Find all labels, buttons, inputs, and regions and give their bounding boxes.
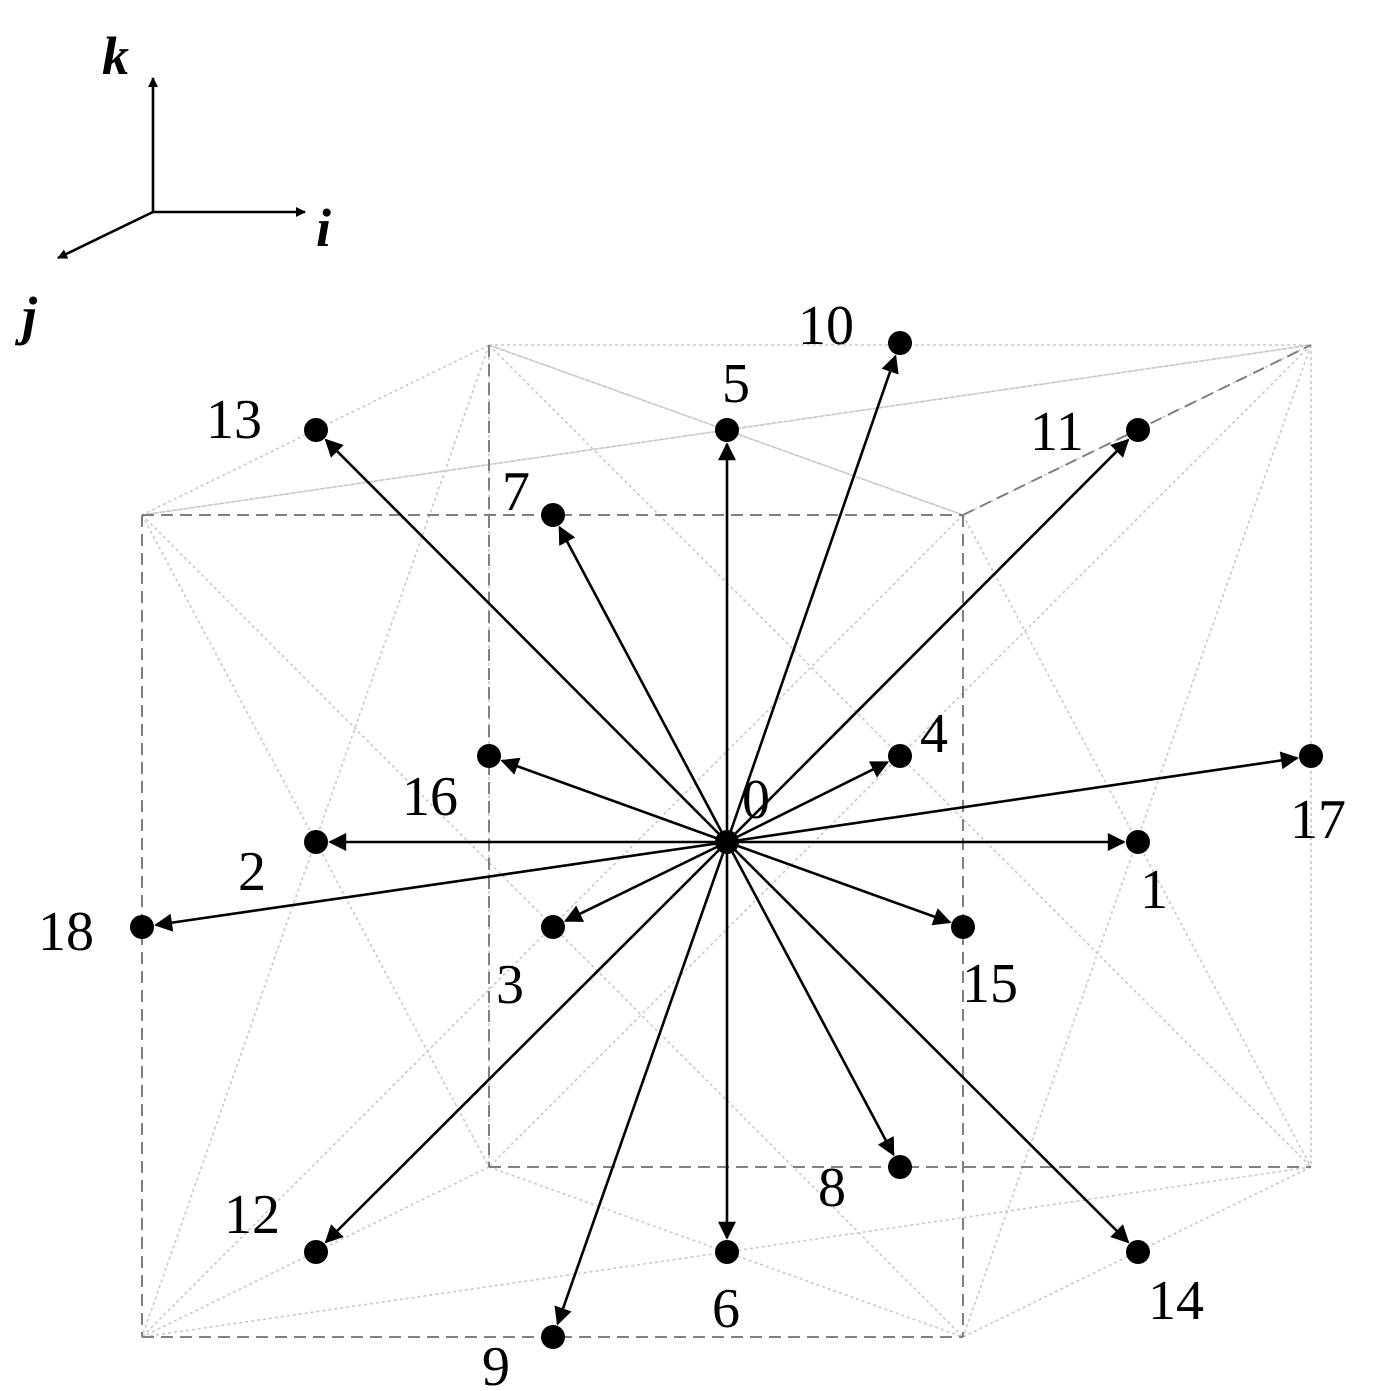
vector-11 [726,438,1130,843]
node-label-12: 12 [224,1184,280,1246]
node-label-10: 10 [798,295,854,357]
node-15 [951,915,975,939]
vector-3 [563,840,728,923]
faint-edge-17 [488,344,1312,1168]
axis-triad: k i j [14,26,331,346]
j-axis-line [57,210,154,260]
vector-4 [726,761,890,844]
vector-12 [324,841,728,1244]
faint-edge-10 [962,344,1312,1338]
node-label-0: 0 [742,769,770,831]
node-label-7: 7 [502,461,530,523]
node-6 [715,1240,739,1264]
faint-edge-12 [141,514,964,1338]
node-18 [130,915,154,939]
vector-7 [558,525,729,843]
node-5 [715,418,739,442]
vector-16 [500,757,728,844]
node-10 [888,331,912,355]
vector-17 [726,751,1299,844]
node-label-8: 8 [818,1157,846,1219]
node-label-11: 11 [1030,401,1084,463]
faint-edge-11 [141,514,964,1338]
node-label-3: 3 [496,954,524,1016]
node-0 [715,830,739,854]
node-12 [304,1240,328,1264]
node-3 [541,915,565,939]
lattice-nodes [130,331,1323,1349]
node-label-18: 18 [38,901,94,963]
node-label-16: 16 [402,766,458,828]
vector-14 [726,841,1130,1244]
faint-edge-8 [141,344,490,1338]
node-label-13: 13 [206,389,262,451]
vector-15 [726,840,952,926]
j-axis-label: j [14,286,38,346]
node-4 [888,744,912,768]
node-label-9: 9 [482,1336,510,1391]
node-label-2: 2 [238,841,266,903]
vector-13 [324,438,728,843]
node-16 [477,744,501,768]
k-axis-label: k [102,26,129,86]
node-1 [1126,830,1150,854]
vector-18 [154,840,728,932]
node-label-4: 4 [920,703,948,765]
vector-8 [725,841,895,1157]
vector-10 [725,354,899,843]
node-9 [541,1325,565,1349]
node-label-15: 15 [962,953,1018,1015]
node-label-5: 5 [722,353,750,415]
node-17 [1299,744,1323,768]
faint-edge-18 [488,344,1312,1168]
velocity-vectors [154,354,1299,1326]
vector-9 [554,841,729,1326]
node-label-1: 1 [1140,859,1168,921]
i-axis-label: i [316,198,331,258]
node-7 [541,503,565,527]
node-label-14: 14 [1148,1270,1204,1332]
node-label-6: 6 [712,1278,740,1340]
node-label-17: 17 [1290,789,1346,851]
node-11 [1126,418,1150,442]
node-13 [304,418,328,442]
node-14 [1126,1240,1150,1264]
node-2 [304,830,328,854]
node-8 [888,1155,912,1179]
